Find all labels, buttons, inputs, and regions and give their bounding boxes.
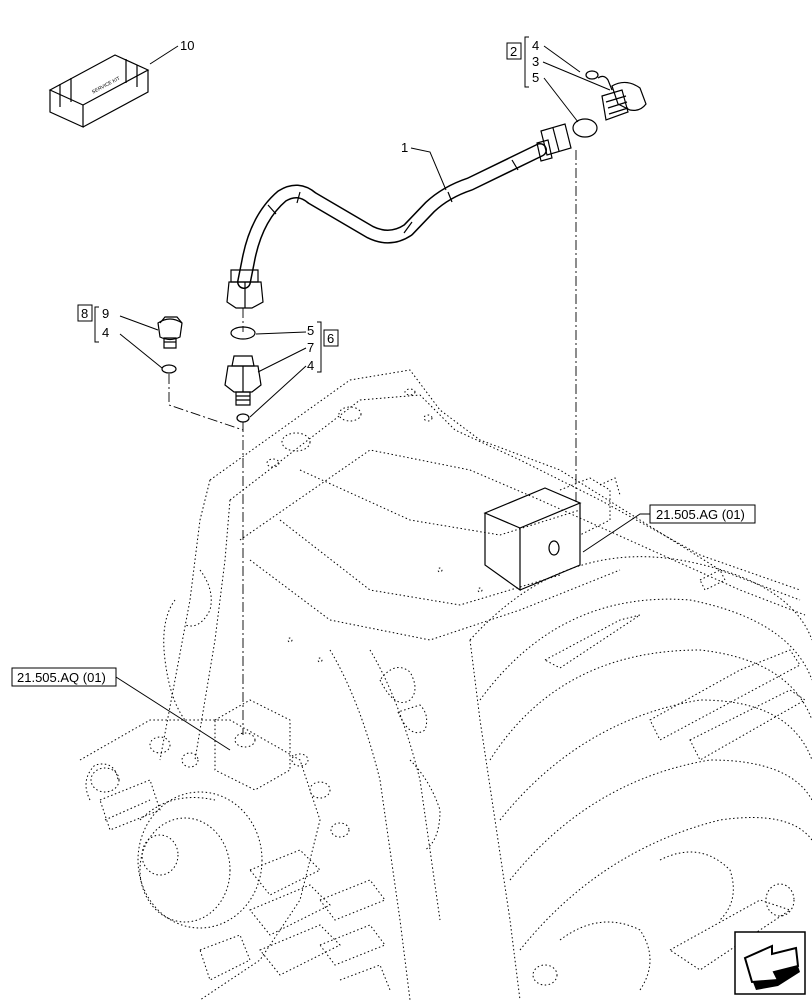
hydraulic-pipe — [226, 123, 572, 309]
o-ring-5-top — [572, 118, 598, 138]
service-kit-box: SERVICE KIT — [48, 54, 150, 128]
group-bracket-6 — [317, 321, 339, 373]
callout-4-mid: 4 — [307, 358, 314, 373]
group-bracket-2 — [506, 36, 529, 88]
callout-5-mid: 5 — [307, 323, 314, 338]
reference-aq-label[interactable]: 21.505.AQ (01) — [17, 670, 106, 685]
callout-2: 2 — [510, 44, 517, 59]
callout-8: 8 — [81, 306, 88, 321]
leader-lines — [115, 45, 650, 751]
callout-6: 6 — [327, 331, 334, 346]
plug — [157, 316, 183, 374]
callout-4-top: 4 — [532, 38, 539, 53]
o-ring-4-mid — [236, 413, 250, 423]
group-bracket-8 — [77, 304, 99, 343]
o-ring-4-plug — [161, 364, 177, 374]
next-page-arrow-icon[interactable] — [734, 931, 806, 995]
elbow-fitting — [597, 75, 647, 121]
reference-ag-label[interactable]: 21.505.AG (01) — [656, 507, 745, 522]
callout-5-top: 5 — [532, 70, 539, 85]
adapter-fitting — [224, 326, 262, 423]
callout-7: 7 — [307, 340, 314, 355]
callout-1: 1 — [401, 140, 408, 155]
reference-ag[interactable]: 21.505.AG (01) — [649, 504, 756, 524]
transmission-housing — [79, 369, 812, 1000]
callout-10: 10 — [180, 38, 194, 53]
valve-block — [483, 487, 582, 592]
reference-aq[interactable]: 21.505.AQ (01) — [11, 667, 117, 687]
callout-9: 9 — [102, 306, 109, 321]
o-ring-4-top — [585, 70, 599, 80]
callout-4-plug: 4 — [102, 325, 109, 340]
assembly-lines — [168, 150, 577, 735]
callout-3: 3 — [532, 54, 539, 69]
